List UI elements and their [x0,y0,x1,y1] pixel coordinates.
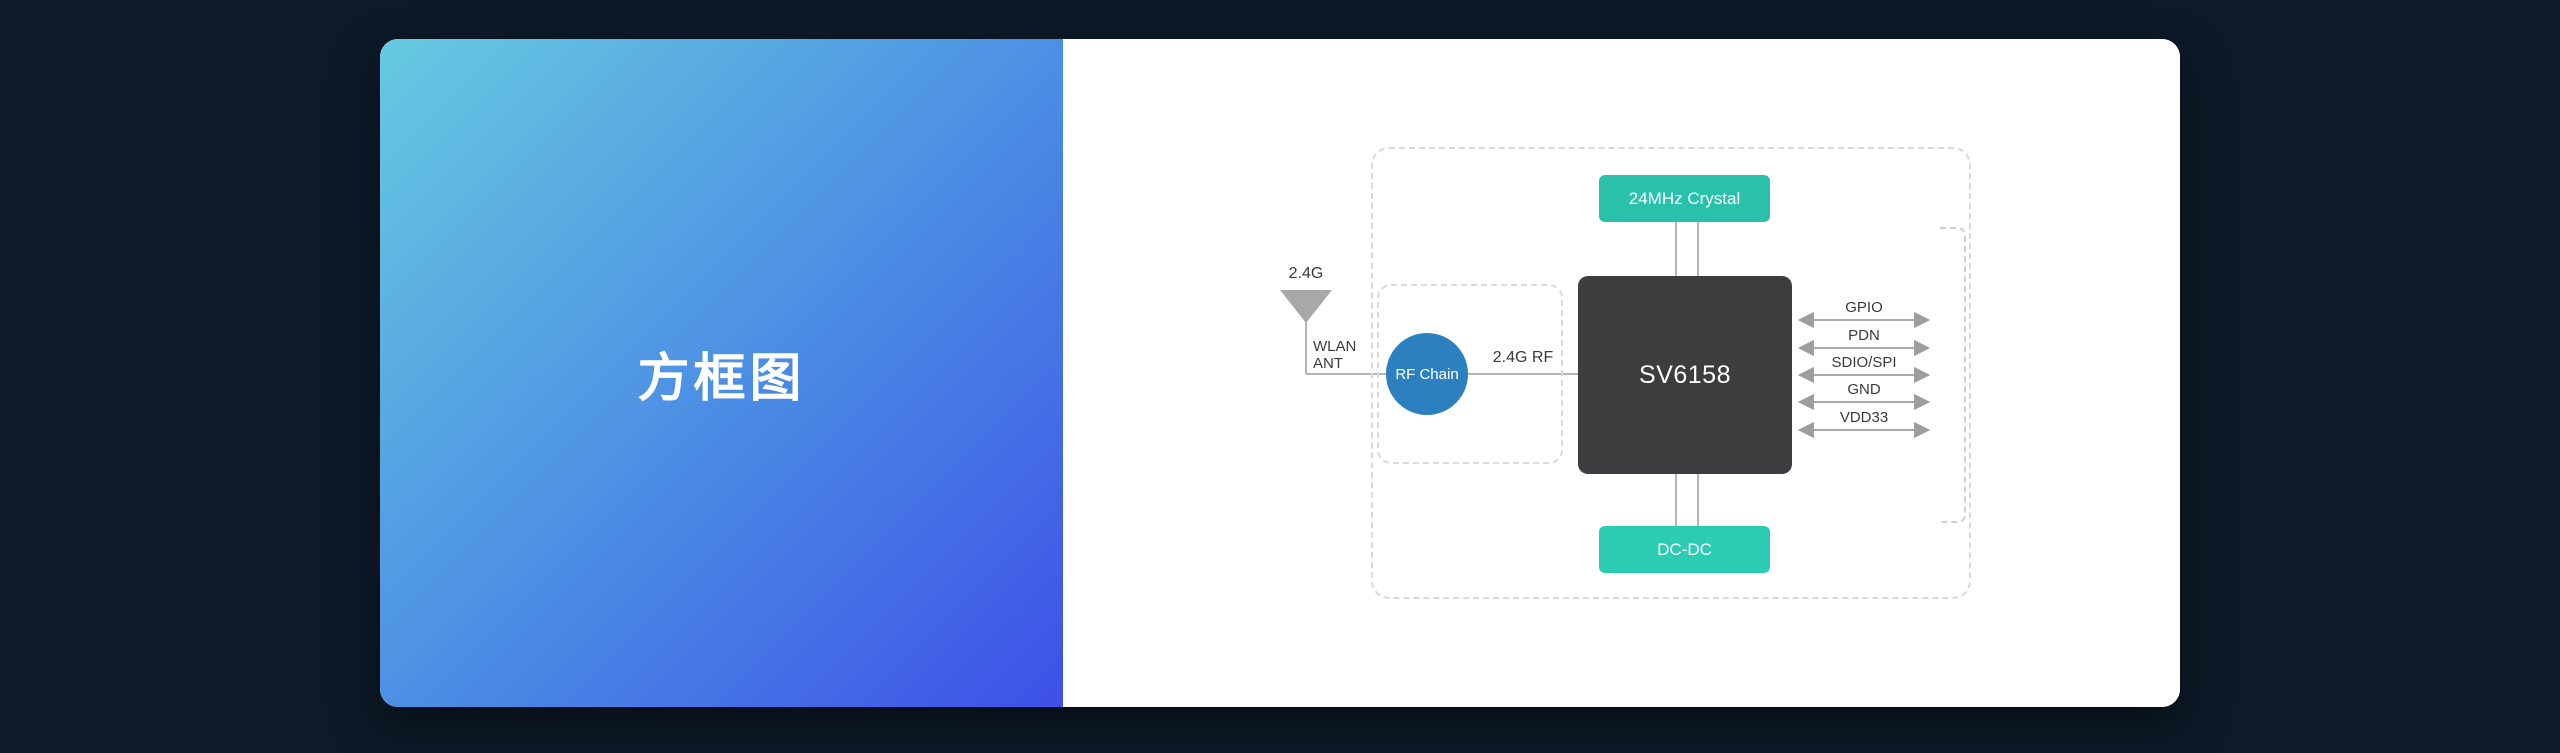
diagram-panel: 24MHz Crystal SV6158 RF Chain DC-DC 2.4G… [1063,39,2180,707]
wlan-ant-label-line1: WLAN [1313,338,1357,355]
antenna-freq-label: 2.4G [1288,265,1324,282]
page-title: 方框图 [637,349,806,408]
rf-link-label: 2.4G RF [1492,349,1554,366]
title-panel: 方框图 [380,39,1063,707]
product-card: 方框图 [380,39,2180,707]
antenna-icon [1280,290,1332,323]
diagram-connectors [1280,222,1931,526]
dcdc-block: DC-DC [1599,526,1770,573]
pin-label-sdio-spi: SDIO/SPI [1831,354,1897,371]
pin-label-pdn: PDN [1848,327,1880,344]
wlan-ant-label: WLAN ANT [1313,338,1356,372]
rf-section-boundary [1377,284,1563,464]
diagram-boundary [1371,147,1971,599]
wlan-ant-label-line2: ANT [1313,355,1343,372]
rf-chain-block: RF Chain [1386,333,1468,415]
pin-label-gnd: GND [1847,381,1881,398]
soc-block: SV6158 [1578,276,1792,474]
pin-group-bracket [1940,227,1966,523]
pin-label-gpio: GPIO [1845,299,1883,316]
pin-label-vdd33: VDD33 [1839,409,1889,426]
crystal-block: 24MHz Crystal [1599,175,1770,222]
